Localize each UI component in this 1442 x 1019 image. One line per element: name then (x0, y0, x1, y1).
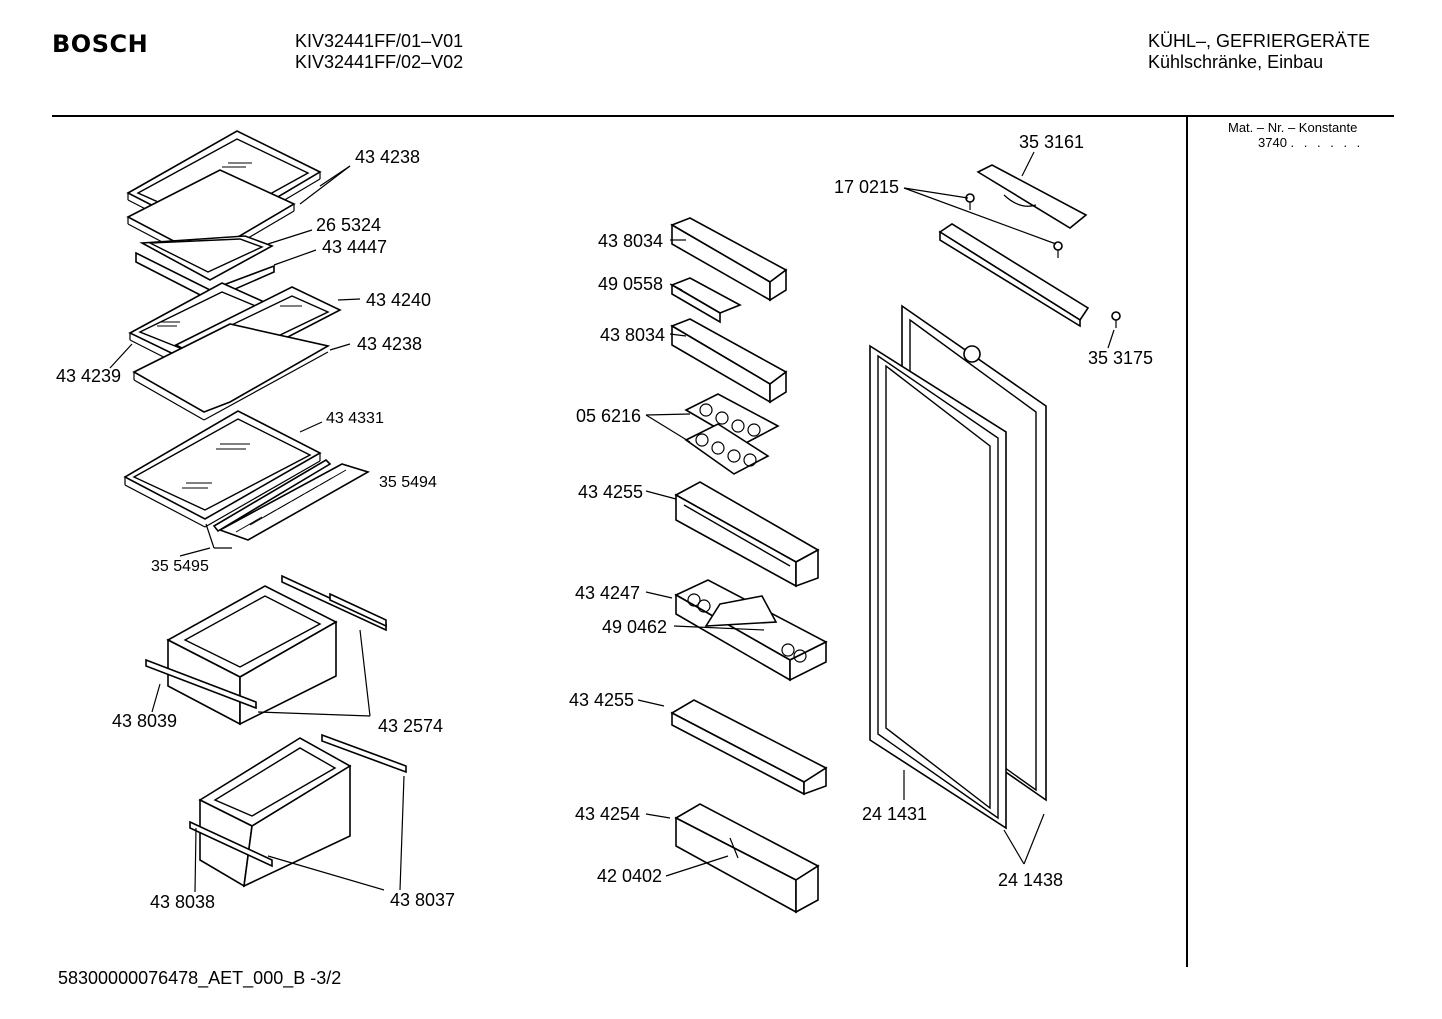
door-gasket (869, 344, 1007, 830)
screw-icon-3 (1111, 311, 1121, 328)
part-label-21: 43 4255 (569, 690, 634, 710)
part-label-24: 35 3161 (1019, 132, 1084, 152)
part-label-28: 24 1438 (998, 870, 1063, 890)
vent-grille (205, 458, 371, 549)
door-shelf-1 (674, 481, 820, 588)
egg-insert-small (670, 277, 742, 324)
crisper-drawer-upper (145, 574, 387, 726)
part-label-10: 43 8039 (112, 711, 177, 731)
screw-icon-1 (965, 193, 975, 210)
exploded-parts-diagram: 43 4238 26 5324 43 4447 43 4240 43 4238 … (56, 130, 1153, 914)
door-rack-middle (670, 318, 788, 404)
hinge-bracket (938, 223, 1090, 328)
document-id: 58300000076478_AET_000_B -3/2 (58, 968, 341, 989)
mat-nr-value: 3740 . . . . . . (1258, 135, 1363, 150)
part-label-27: 24 1431 (862, 804, 927, 824)
model-number-2: KIV32441FF/02–V02 (295, 52, 464, 72)
part-label-6: 43 4239 (56, 366, 121, 386)
part-label-17: 05 6216 (576, 406, 641, 426)
part-label-5: 43 4238 (357, 334, 422, 354)
part-label-15: 49 0558 (598, 274, 663, 294)
mat-nr-dots: . . . . . . (1290, 135, 1364, 150)
part-label-19: 43 4247 (575, 583, 640, 603)
door-handle-strip (976, 164, 1088, 229)
part-label-13: 43 8037 (390, 890, 455, 910)
mat-nr-label: Mat. – Nr. – Konstante (1228, 120, 1358, 135)
document-id-text: 58300000076478_AET_000_B (58, 968, 306, 988)
sidebar-divider (1186, 117, 1188, 967)
part-label-26: 35 3175 (1088, 348, 1153, 368)
screw-icon-2 (1053, 241, 1063, 258)
shelf-frame (135, 235, 275, 301)
part-label-18: 43 4255 (578, 482, 643, 502)
category-title: KÜHL–, GEFRIERGERÄTE (1148, 31, 1371, 51)
door-shelf-3 (674, 803, 820, 914)
brand-logo: BOSCH (52, 30, 149, 58)
part-label-25: 17 0215 (834, 177, 899, 197)
part-label-14: 43 8034 (598, 231, 663, 251)
part-label-9: 35 5495 (151, 558, 209, 575)
door-shelf-2 (670, 699, 828, 796)
part-label-20: 49 0462 (602, 617, 667, 637)
egg-trays (684, 393, 780, 475)
model-number-1: KIV32441FF/01–V01 (295, 31, 464, 51)
door-rack-upper (670, 217, 788, 302)
part-label-16: 43 8034 (600, 325, 665, 345)
part-label-23: 42 0402 (597, 866, 662, 886)
part-label-3: 43 4447 (322, 237, 387, 257)
leader-lines (109, 151, 1115, 893)
page-number: -3/2 (310, 968, 342, 988)
part-label-2: 26 5324 (316, 215, 381, 235)
shelf-base-tray (132, 323, 331, 421)
part-label-22: 43 4254 (575, 804, 640, 824)
glass-shelf-large (123, 410, 322, 528)
header-divider (52, 115, 1394, 117)
part-label-1: 43 4238 (355, 147, 420, 167)
butter-dish (674, 579, 828, 682)
subcategory-title: Kühlschränke, Einbau (1148, 52, 1324, 72)
part-label-12: 43 8038 (150, 892, 215, 912)
part-label-7: 43 4331 (326, 410, 384, 427)
part-label-4: 43 4240 (366, 290, 431, 310)
mat-nr-number: 3740 (1258, 135, 1287, 150)
part-label-8: 35 5494 (379, 474, 437, 491)
crisper-drawer-lower (189, 733, 407, 888)
part-label-11: 43 2574 (378, 716, 443, 736)
